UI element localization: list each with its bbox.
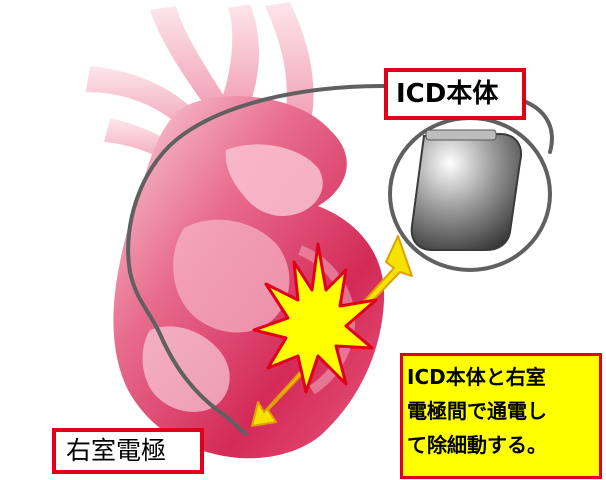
explanation-line: ICD本体と右室 [407, 360, 599, 394]
explanation-line: 電極間で通電し [407, 394, 599, 428]
explanation-line: て除細動する。 [407, 428, 599, 462]
rv-electrode-label: 右室電極 [52, 428, 204, 474]
explanation-callout: ICD本体と右室 電極間で通電し て除細動する。 [400, 353, 602, 479]
icd-device [412, 130, 521, 250]
icd-body-label: ICD本体 [384, 68, 526, 120]
